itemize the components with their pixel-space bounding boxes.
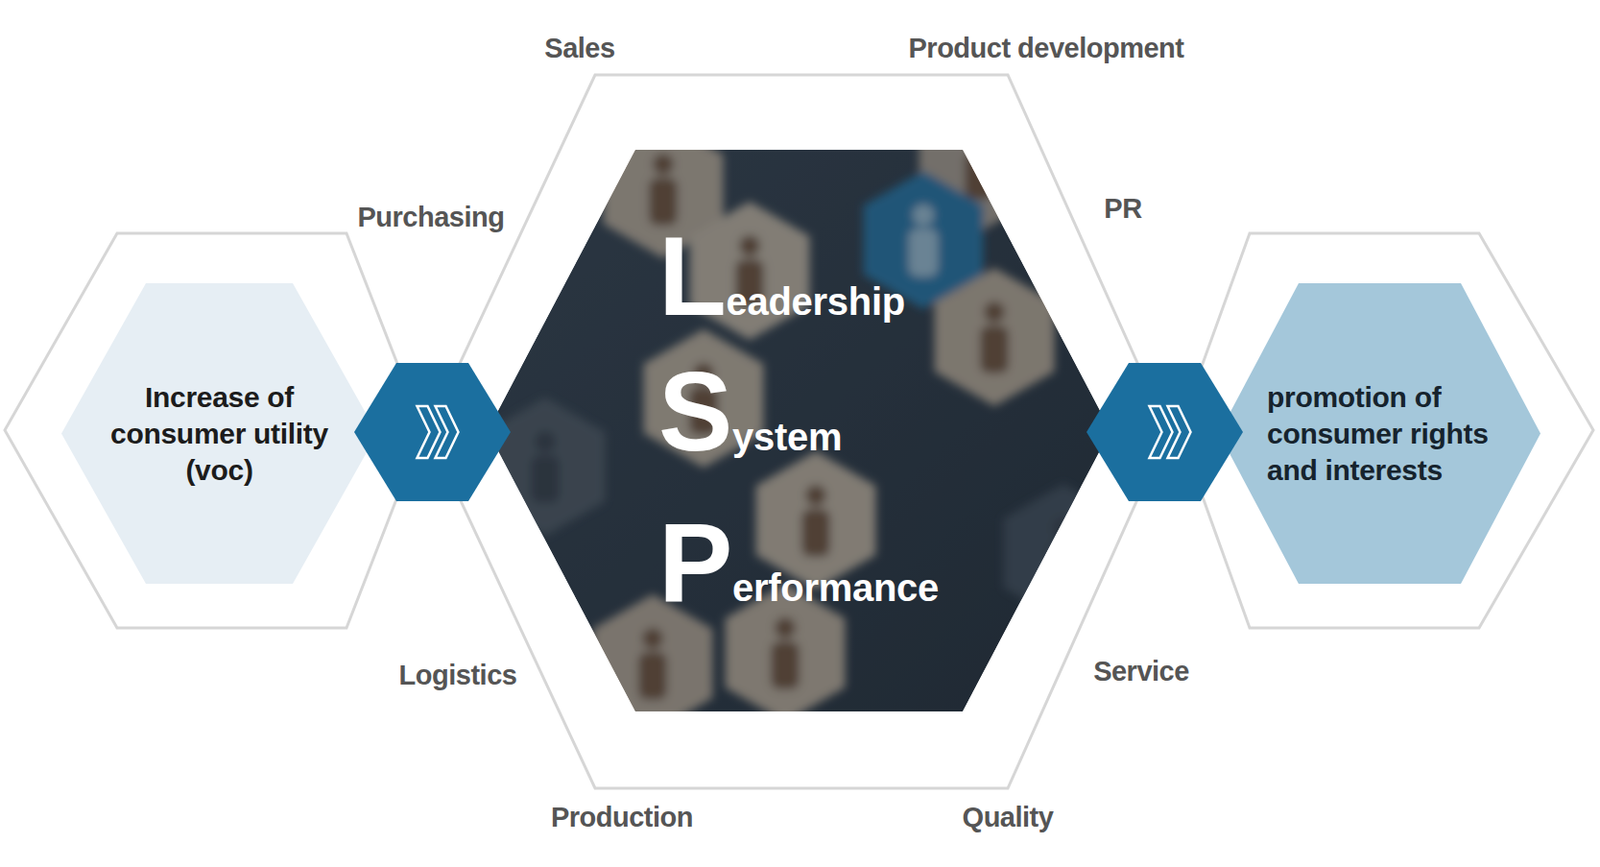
lsp-word: Leadership <box>658 220 939 333</box>
right-outer-hexagon <box>1178 233 1594 628</box>
department-label: Product development <box>905 31 1189 65</box>
lsp-word: Performance <box>658 506 939 619</box>
connector-line <box>377 429 488 434</box>
blurred-tiles <box>485 94 1124 733</box>
department-label: PR <box>1099 191 1146 225</box>
person-body <box>1049 541 1078 590</box>
text-hexagon: Increase of consumer utility (voc) <box>61 283 378 584</box>
chevron-mark <box>1168 405 1192 458</box>
department-label: Service <box>1089 654 1194 688</box>
arrow-badge <box>354 362 511 502</box>
chevron-mark <box>1149 405 1173 458</box>
photo-ground <box>487 149 1111 712</box>
hexagon-fill <box>1218 283 1541 584</box>
center-outer-hexagon <box>428 74 1169 789</box>
department-label: Purchasing <box>354 200 509 234</box>
hexagon-content: Increase of consumer utility (voc) <box>61 283 378 584</box>
department-label: Logistics <box>395 658 522 692</box>
node-label: promotion of consumer rights and interes… <box>1266 379 1507 489</box>
lsp-word: System <box>658 356 939 468</box>
connector-line <box>1110 429 1219 434</box>
left-outer-hexagon <box>4 233 424 628</box>
department-label: Quality <box>958 800 1058 834</box>
text-column: promotion of consumer rights and interes… <box>1266 379 1507 489</box>
photo-shade <box>487 149 1111 712</box>
chevron-mark <box>417 405 441 458</box>
chevron-connector <box>354 362 511 502</box>
chevron-connector <box>1086 362 1243 502</box>
photo-illustration <box>485 94 1124 733</box>
hexagon-content: promotion of consumer rights and interes… <box>1218 283 1541 584</box>
arrow-badge <box>1086 362 1243 502</box>
node-label: Increase of consumer utility (voc) <box>95 379 345 489</box>
text-column: Increase of consumer utility (voc) <box>95 379 345 489</box>
chevron-mark <box>435 405 459 458</box>
department-label: Production <box>547 800 697 834</box>
person-head <box>968 127 990 149</box>
lsp-text-column: LeadershipSystemPerformance <box>658 149 939 619</box>
department-label: Sales <box>540 31 619 65</box>
lsp-hexagon: LeadershipSystemPerformance <box>487 149 1111 712</box>
text-hexagon: promotion of consumer rights and interes… <box>1218 283 1541 584</box>
hexagon-fill <box>61 283 378 584</box>
